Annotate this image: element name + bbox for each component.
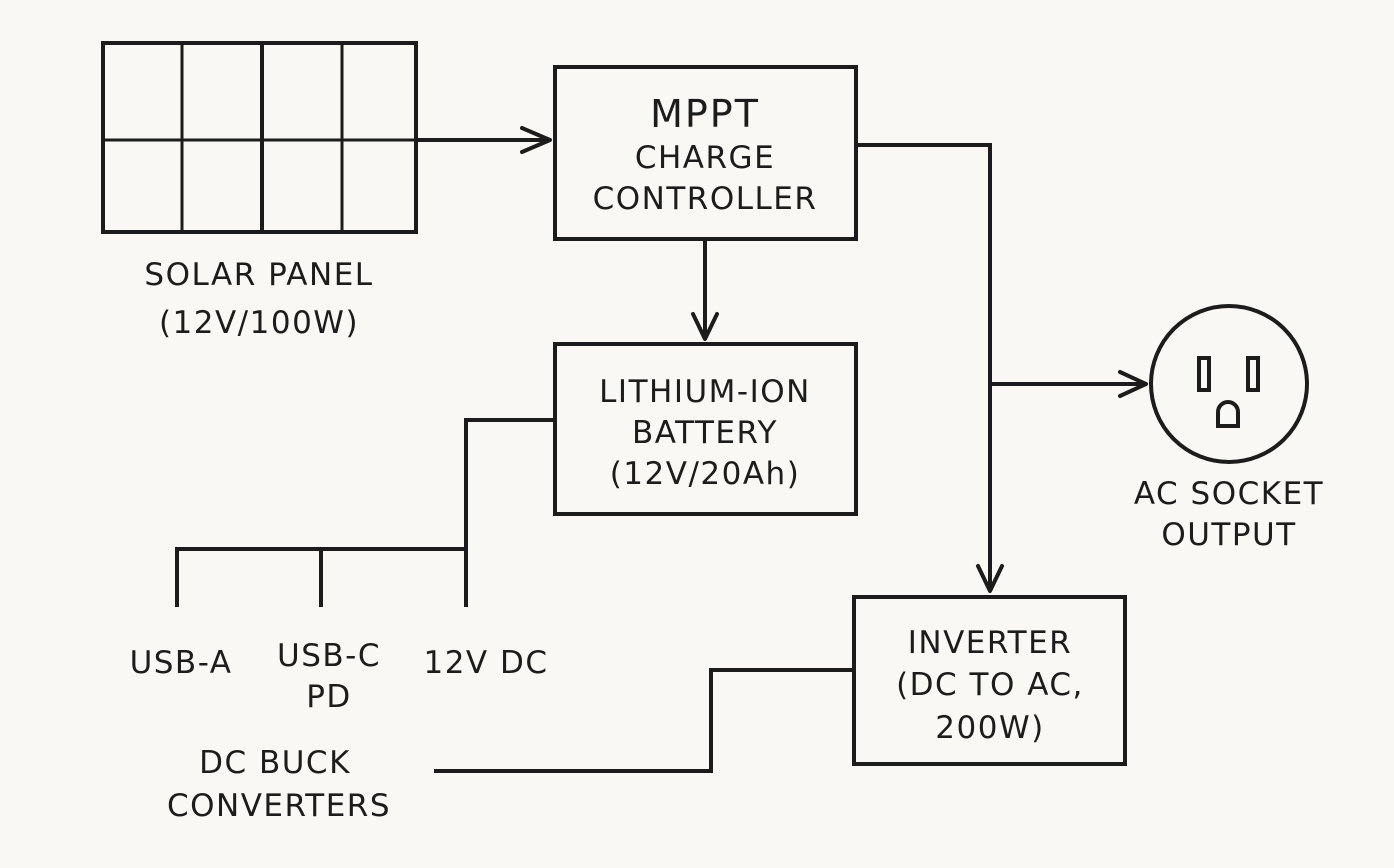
battery-to-dc-bus-wire (464, 418, 557, 607)
solar-panel-rating: (12V/100W) (159, 305, 359, 341)
solar-panel-label: SOLAR PANEL (144, 257, 373, 293)
inverter-line1: INVERTER (908, 625, 1072, 661)
inverter-line2: (DC TO AC, (896, 667, 1084, 703)
battery-line3: (12V/20Ah) (610, 456, 801, 492)
mppt-title: MPPT (650, 92, 760, 136)
mppt-to-battery-arrowhead (691, 312, 719, 341)
ac-socket-label: AC SOCKET (1134, 476, 1324, 512)
ac-socket-label-line2: OUTPUT (1161, 517, 1296, 553)
battery-line2: BATTERY (632, 415, 778, 451)
battery-box (553, 342, 858, 516)
to-ac-socket-arrowhead (1118, 370, 1148, 398)
mppt-line3: CONTROLLER (593, 181, 818, 217)
solar-to-mppt-arrowhead (520, 126, 552, 154)
mppt-line2: CHARGE (635, 140, 775, 176)
mppt-to-inverter-wire (854, 143, 992, 590)
solar-panel-icon (101, 41, 418, 234)
inverter-box (852, 595, 1127, 766)
mppt-to-inverter-arrowhead (976, 564, 1004, 593)
usb-c-pd-label: PD (306, 679, 352, 715)
usb-a-label: USB-A (130, 645, 233, 681)
battery-line1: LITHIUM-ION (599, 374, 811, 410)
dc-buck-label-line2: CONVERTERS (167, 788, 391, 824)
ac-socket-icon (1149, 304, 1309, 464)
usb-c-label: USB-C (277, 638, 381, 674)
dc12-label: 12V DC (423, 645, 548, 681)
buck-to-inverter-wire (434, 668, 856, 773)
inverter-line3: 200W) (935, 710, 1044, 746)
dc-buck-label: DC BUCK (199, 745, 351, 781)
